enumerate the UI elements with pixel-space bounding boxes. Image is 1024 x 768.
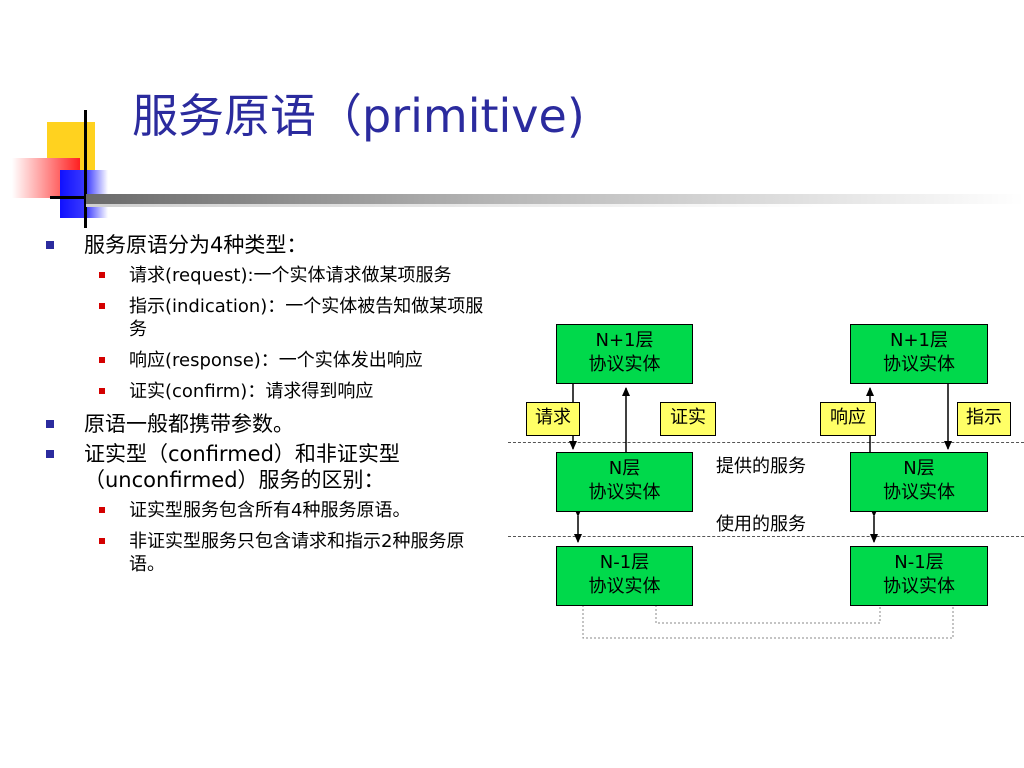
bullet-text: 原语一般都携带参数。	[84, 412, 294, 436]
sub-bullet-square-icon	[99, 388, 105, 394]
sub-bullet-text: 指示(indication)：一个实体被告知做某项服务	[129, 296, 484, 340]
used-service-label: 使用的服务	[716, 514, 806, 535]
bullet-square-icon	[46, 420, 54, 428]
physical-link-inner	[655, 605, 881, 624]
sub-bullet-square-icon	[99, 303, 105, 309]
sub-bullet-text: 非证实型服务只包含请求和指示2种服务原语。	[129, 531, 465, 575]
request-primitive-tag: 请求	[526, 402, 580, 436]
entity-layer-label: N-1层	[599, 552, 650, 573]
bullet-parameters: 原语一般都携带参数。	[46, 411, 501, 437]
sub-bullet-text: 响应(response)：一个实体发出响应	[129, 350, 423, 371]
entity-layer-label: N层	[608, 458, 641, 479]
sub-bullet-square-icon	[99, 272, 105, 278]
entity-type-label: 协议实体	[588, 482, 661, 503]
entity-type-label: 协议实体	[883, 354, 955, 375]
sub-bullet-response: 响应(response)：一个实体发出响应	[46, 349, 501, 372]
title-underline	[86, 194, 1024, 207]
bullet-square-icon	[46, 450, 54, 458]
slide-logo	[0, 100, 140, 230]
bullet-square-icon	[46, 241, 54, 249]
bullet-list: 服务原语分为4种类型： 请求(request):一个实体请求做某项服务 指示(i…	[46, 232, 501, 584]
sub-bullet-unconfirmed-service: 非证实型服务只包含请求和指示2种服务原语。	[46, 530, 501, 576]
entity-type-label: 协议实体	[883, 482, 955, 503]
sub-bullet-confirm: 证实(confirm)：请求得到响应	[46, 380, 501, 403]
right-n-entity: N层 协议实体	[850, 452, 988, 512]
logo-vertical-line	[84, 110, 87, 228]
sub-bullet-indication: 指示(indication)：一个实体被告知做某项服务	[46, 295, 501, 341]
entity-type-label: 协议实体	[588, 354, 661, 375]
bullet-text: 服务原语分为4种类型：	[84, 233, 308, 257]
left-n-entity: N层 协议实体	[556, 452, 693, 512]
entity-type-label: 协议实体	[588, 576, 661, 597]
provided-service-label: 提供的服务	[716, 456, 806, 477]
sub-bullet-text: 证实(confirm)：请求得到响应	[129, 381, 374, 402]
sub-bullet-square-icon	[99, 538, 105, 544]
service-boundary-upper	[508, 442, 1024, 443]
entity-layer-label: N+1层	[595, 330, 654, 351]
indication-primitive-tag: 指示	[957, 402, 1011, 436]
right-n-plus-1-entity: N+1层 协议实体	[850, 324, 988, 384]
protocol-primitive-diagram: N+1层 协议实体 N层 协议实体 N-1层 协议实体 N+1层 协议实体 N层…	[508, 318, 1024, 648]
bullet-primitive-types: 服务原语分为4种类型：	[46, 232, 501, 258]
right-n-minus-1-entity: N-1层 协议实体	[850, 546, 988, 606]
sub-bullet-request: 请求(request):一个实体请求做某项服务	[46, 264, 501, 287]
entity-layer-label: N+1层	[890, 330, 948, 351]
service-boundary-lower	[508, 536, 1024, 537]
left-n-plus-1-entity: N+1层 协议实体	[556, 324, 693, 384]
entity-type-label: 协议实体	[883, 576, 955, 597]
sub-bullet-square-icon	[99, 357, 105, 363]
page-title: 服务原语（primitive)	[132, 89, 585, 143]
bullet-confirmed-vs-unconfirmed: 证实型（confirmed）和非证实型（unconfirmed）服务的区别：	[46, 441, 501, 493]
physical-link-outer	[582, 605, 954, 639]
sub-bullet-text: 请求(request):一个实体请求做某项服务	[129, 265, 452, 286]
response-primitive-tag: 响应	[820, 402, 876, 436]
entity-layer-label: N层	[903, 458, 935, 479]
sub-bullet-confirmed-service: 证实型服务包含所有4种服务原语。	[46, 499, 501, 522]
left-n-minus-1-entity: N-1层 协议实体	[556, 546, 693, 606]
entity-layer-label: N-1层	[894, 552, 944, 573]
bullet-text: 证实型（confirmed）和非证实型（unconfirmed）服务的区别：	[84, 442, 400, 492]
confirm-primitive-tag: 证实	[660, 402, 716, 436]
sub-bullet-text: 证实型服务包含所有4种服务原语。	[129, 500, 411, 521]
sub-bullet-square-icon	[99, 507, 105, 513]
